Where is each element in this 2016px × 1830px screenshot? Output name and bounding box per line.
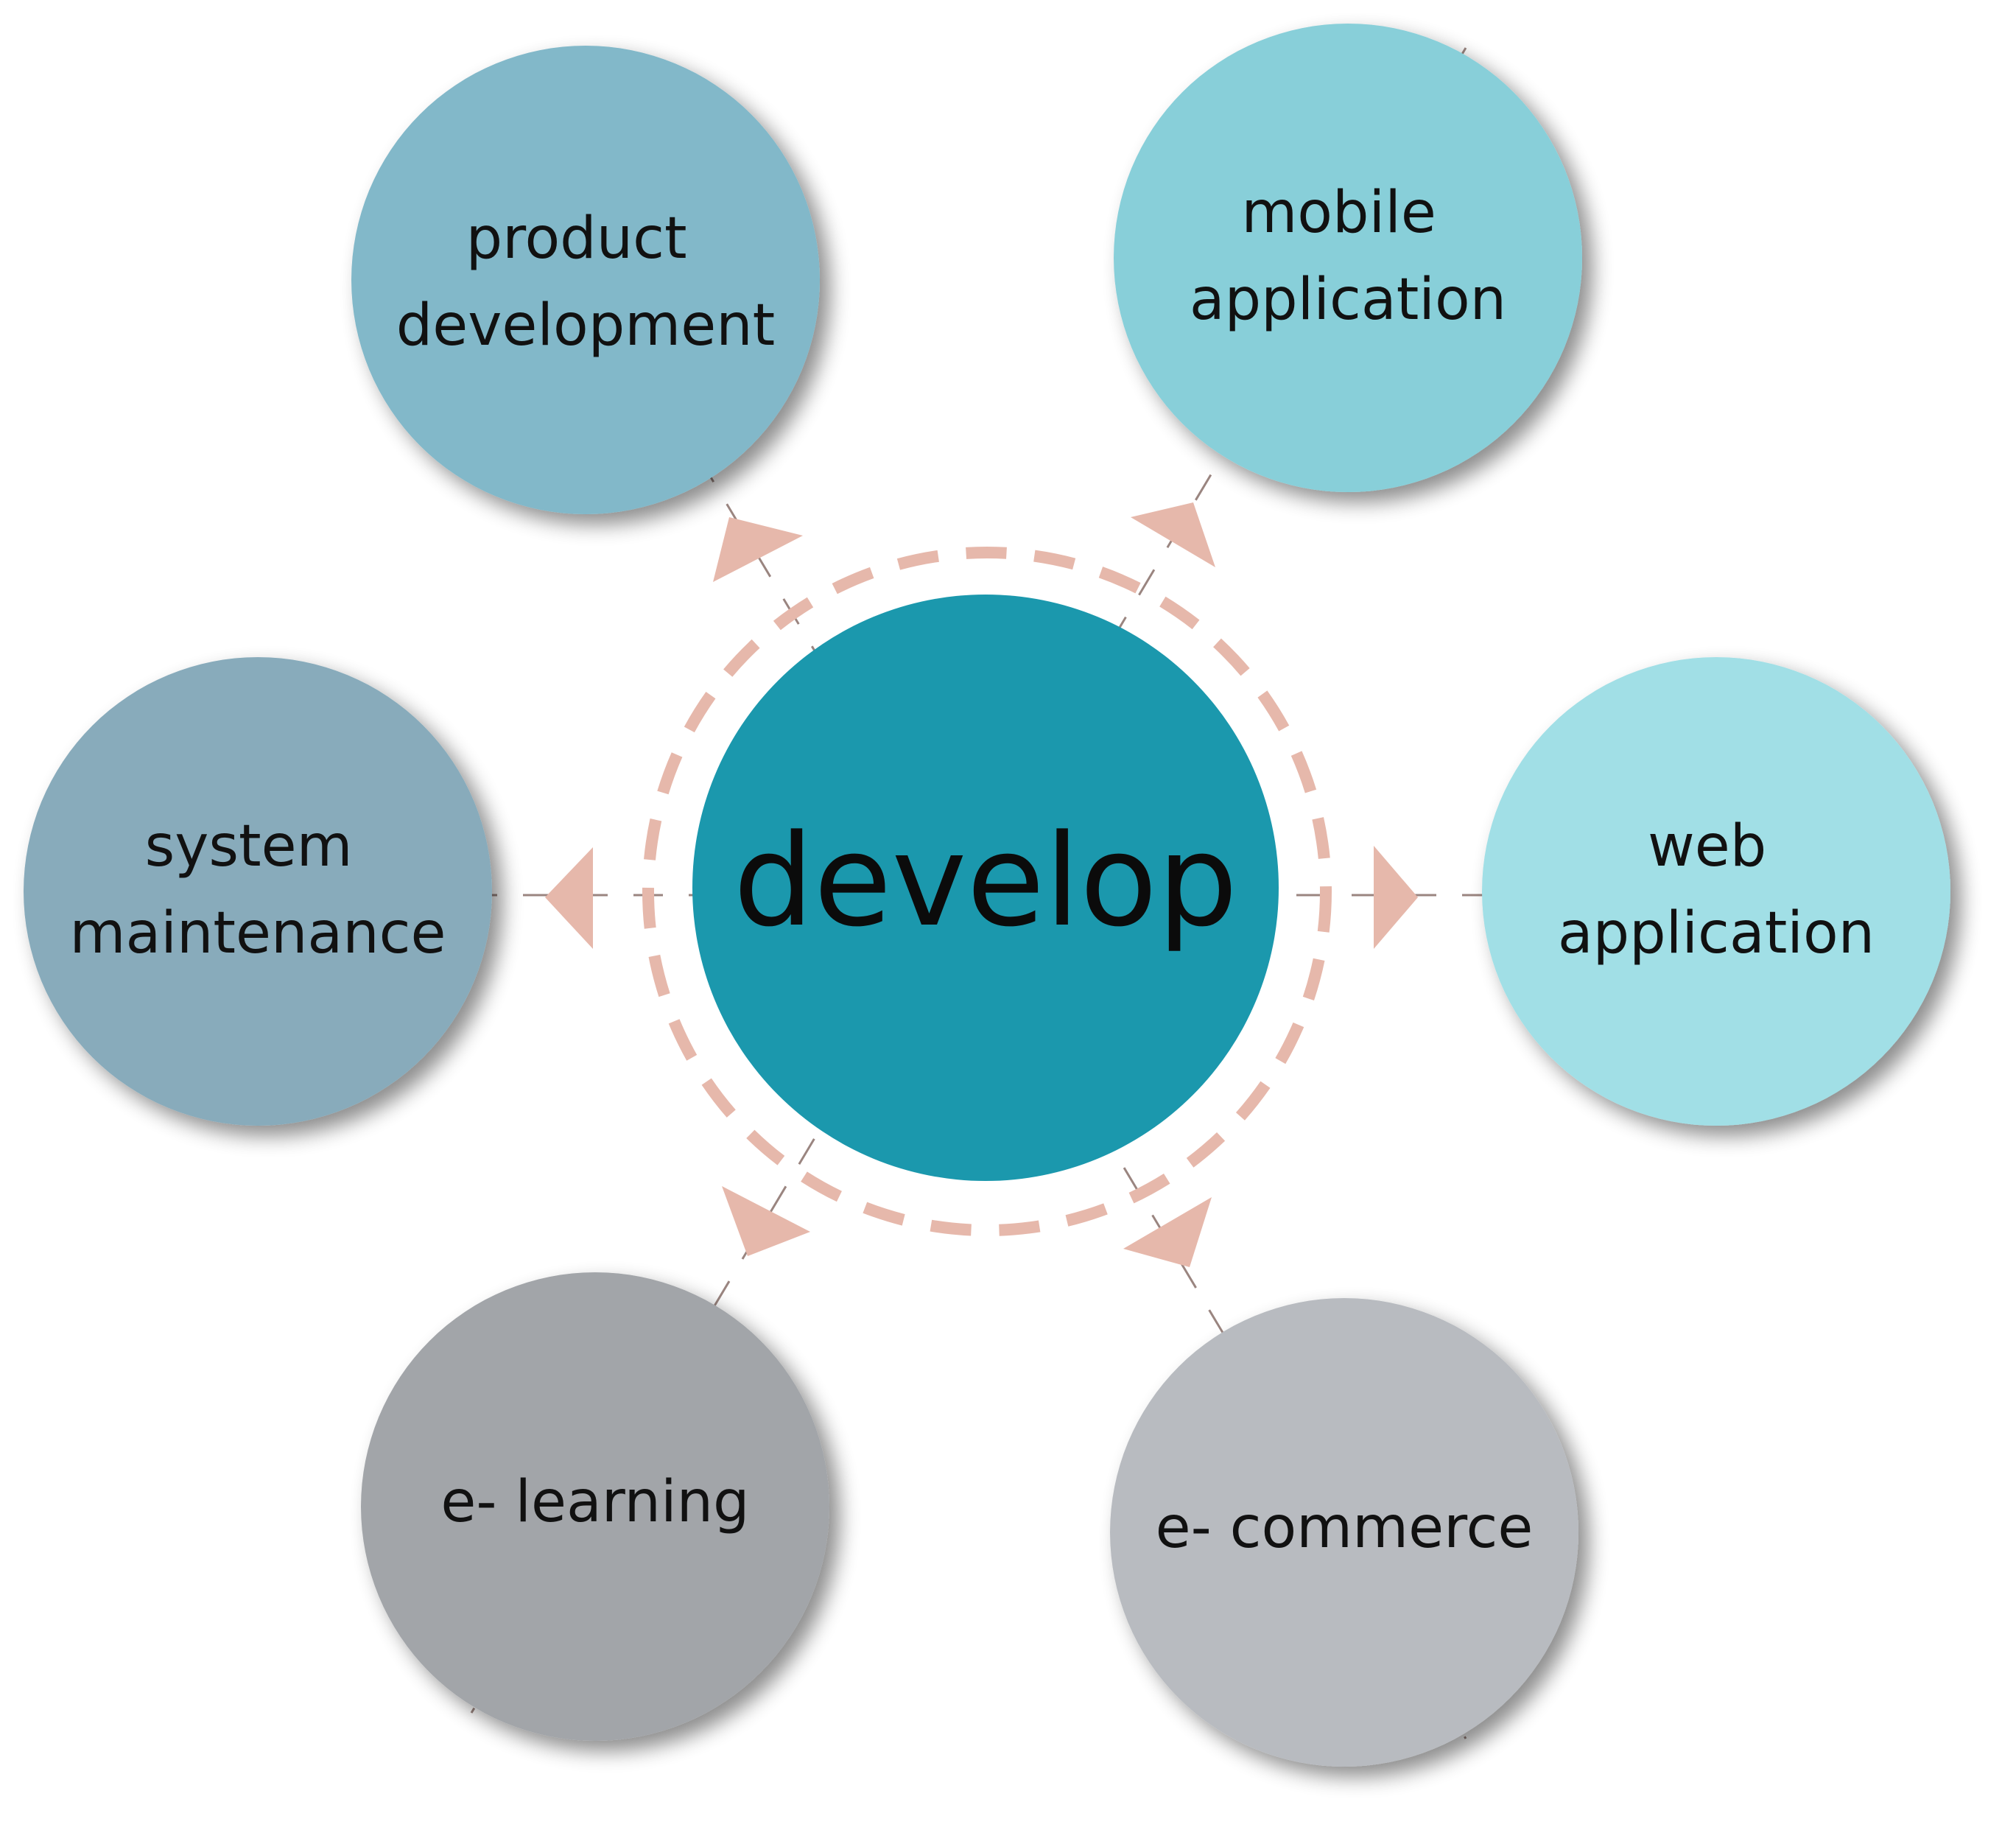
arrowhead-to-e-commerce: [1123, 1197, 1212, 1267]
node-mobile-application: mobile application: [1114, 24, 1582, 492]
center-node: develop: [692, 595, 1279, 1181]
node-circle-mobile-application: [1114, 24, 1582, 492]
node-label-system-maintenance: system maintenance: [70, 813, 446, 967]
arrowhead-to-product-development: [713, 517, 803, 582]
node-circle-e-learning: [361, 1272, 829, 1741]
node-label-mobile-application: mobile application: [1190, 180, 1506, 333]
node-e-commerce: e- commerce: [1110, 1298, 1578, 1767]
node-circle-web-application: [1482, 657, 1950, 1126]
node-web-application: web application: [1482, 657, 1950, 1126]
arrowhead-to-system-maintenance: [545, 847, 593, 949]
node-label-e-commerce: e- commerce: [1156, 1495, 1534, 1561]
node-circle-product-development: [351, 46, 820, 514]
arrowhead-to-mobile-application: [1131, 502, 1215, 567]
node-system-maintenance: system maintenance: [24, 657, 492, 1126]
arrowhead-to-web-application: [1374, 846, 1418, 949]
node-product-development: product development: [351, 46, 820, 514]
center-label: develop: [734, 807, 1238, 955]
dashed-cycle-ring: [642, 547, 1332, 1236]
node-label-e-learning: e- learning: [440, 1469, 749, 1535]
node-circle-system-maintenance: [24, 657, 492, 1126]
node-label-product-development: product development: [396, 206, 776, 359]
center-circle: [692, 595, 1279, 1181]
topic-nodes: product development mobile application w…: [24, 24, 1950, 1767]
node-circle-e-commerce: [1110, 1298, 1578, 1767]
node-e-learning: e- learning: [361, 1272, 829, 1741]
arrowheads: [545, 502, 1418, 1267]
arrowhead-to-e-learning: [722, 1186, 810, 1256]
node-label-web-application: web application: [1558, 813, 1875, 967]
